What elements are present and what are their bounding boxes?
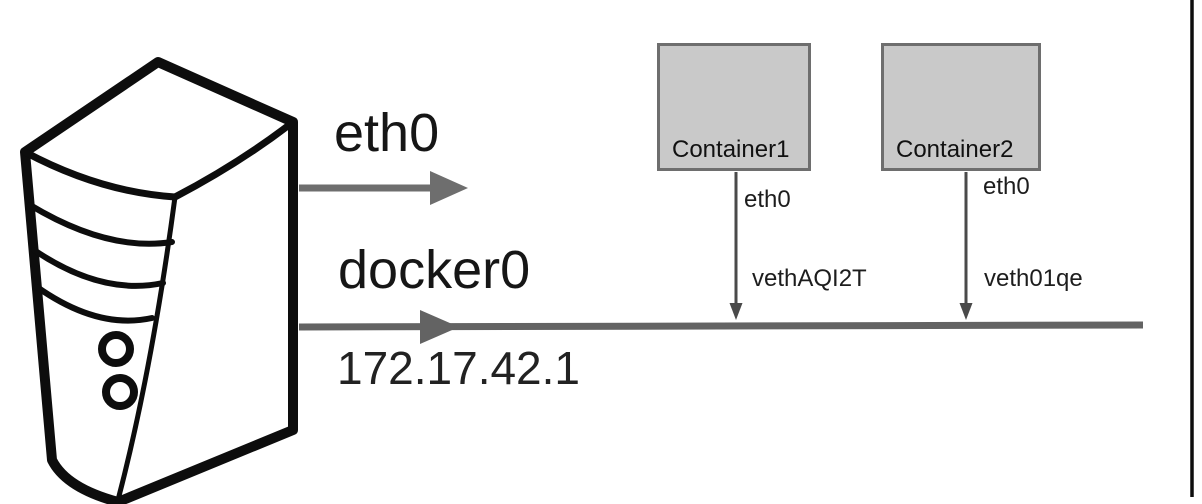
container1-box: Container1 (657, 43, 811, 171)
container2-eth0-label: eth0 (983, 173, 1030, 200)
container1-eth0-label: eth0 (744, 186, 791, 213)
server-groove-1 (27, 202, 175, 247)
server-button-1 (98, 331, 134, 367)
container2-veth-label: veth01qe (984, 265, 1083, 292)
server-groove-3 (34, 284, 155, 324)
container1-veth-label: vethAQI2T (752, 265, 867, 292)
container2-title: Container2 (896, 136, 1014, 163)
veth-link-1 (729, 172, 743, 320)
docker0-ip-label: 172.17.42.1 (337, 342, 581, 394)
host-server-illustration (20, 57, 298, 504)
server-groove-2 (31, 247, 166, 289)
veth-link-2 (959, 172, 973, 320)
container2-box: Container2 (881, 43, 1041, 171)
docker0-bridge-line (298, 310, 1144, 344)
host-docker0-label: docker0 (338, 240, 531, 300)
container1-title: Container1 (672, 136, 790, 163)
host-eth0-label: eth0 (334, 103, 440, 163)
eth0-arrow (299, 171, 468, 205)
server-button-2 (102, 374, 138, 410)
